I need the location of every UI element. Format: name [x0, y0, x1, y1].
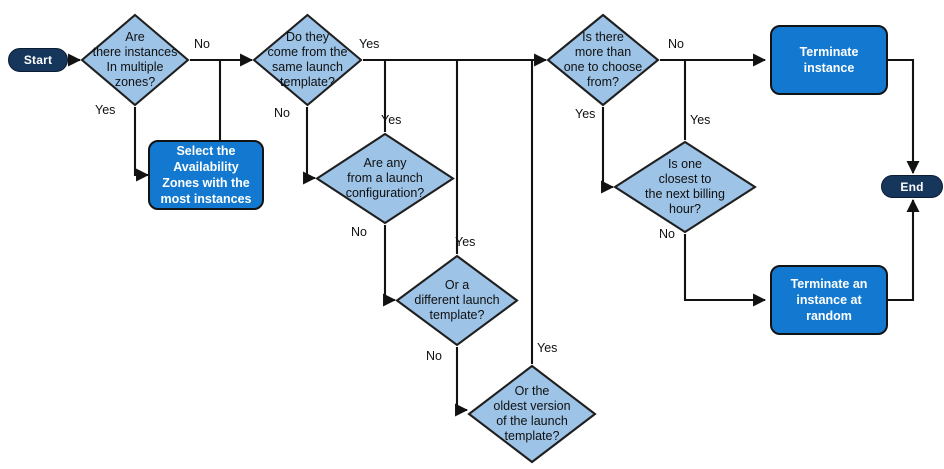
node-start-label: Start — [23, 53, 53, 67]
diamond-shape — [613, 140, 757, 234]
diamond-shape — [315, 132, 455, 225]
diamond-shape — [467, 364, 597, 464]
node-decision-same-launch-template-label: Do they come from the same launch templa… — [267, 29, 348, 90]
edge-label-d2-no: No — [274, 106, 290, 120]
edge-d4-no-to-d5 — [455, 347, 469, 417]
edge-label-d7-yes: Yes — [690, 113, 711, 127]
node-decision-oldest-version[interactable]: Or the oldest version of the launch temp… — [467, 364, 597, 464]
node-decision-more-than-one[interactable]: Is there more than one to choose from? — [546, 13, 660, 107]
node-decision-different-launch-template-label: Or a different launch template? — [414, 277, 500, 323]
node-decision-launch-configuration[interactable]: Are any from a launch configuration? — [315, 132, 455, 225]
edge-label-d4-no: No — [426, 349, 442, 363]
node-decision-same-launch-template[interactable]: Do they come from the same launch templa… — [252, 13, 363, 107]
edge-label-d6-yes: Yes — [575, 107, 596, 121]
edge-label-d5-yes: Yes — [537, 341, 558, 355]
node-decision-different-launch-template[interactable]: Or a different launch template? — [395, 254, 519, 347]
node-process-terminate-instance[interactable]: Terminate instance — [770, 25, 888, 95]
edge-label-d2-yes: Yes — [359, 37, 380, 51]
edge-label-d4-yes: Yes — [455, 235, 476, 249]
edge-label-d1-yes: Yes — [95, 103, 116, 117]
edge-d6-yes-to-d7 — [601, 107, 615, 194]
node-decision-launch-configuration-label: Are any from a launch configuration? — [345, 155, 425, 201]
edge-label-d6-no: No — [668, 37, 684, 51]
node-decision-closest-billing-hour[interactable]: Is one closest to the next billing hour? — [613, 140, 757, 234]
edge-d7-no-to-random — [683, 234, 767, 307]
diamond-shape — [546, 13, 660, 107]
diamond-shape — [80, 13, 190, 107]
edge-d2-no-to-d3 — [303, 107, 317, 185]
edge-label-d3-no: No — [351, 225, 367, 239]
node-end-label: End — [900, 179, 924, 194]
edge-label-d7-no: No — [659, 227, 675, 241]
node-decision-multiple-zones-label: Are there instances In multiple zones? — [92, 29, 178, 90]
node-process-terminate-random[interactable]: Terminate an instance at random — [770, 265, 888, 335]
edge-terminate-to-end — [888, 58, 920, 175]
node-start[interactable]: Start — [8, 48, 68, 72]
edge-random-to-end — [888, 198, 920, 302]
edge-d1-yes-to-az — [133, 107, 150, 182]
node-decision-oldest-version-label: Or the oldest version of the launch temp… — [493, 383, 571, 444]
edge-d3-no-to-d4 — [383, 225, 397, 307]
node-decision-multiple-zones[interactable]: Are there instances In multiple zones? — [80, 13, 190, 107]
node-decision-more-than-one-label: Is there more than one to choose from? — [563, 29, 643, 90]
edge-label-d3-yes: Yes — [381, 113, 402, 127]
diamond-shape — [395, 254, 519, 347]
diamond-shape — [252, 13, 363, 107]
node-end[interactable]: End — [881, 175, 943, 198]
node-process-select-az[interactable]: Select the Availability Zones with the m… — [148, 140, 264, 210]
edge-label-d1-no: No — [194, 37, 210, 51]
node-decision-closest-billing-hour-label: Is one closest to the next billing hour? — [645, 156, 725, 217]
